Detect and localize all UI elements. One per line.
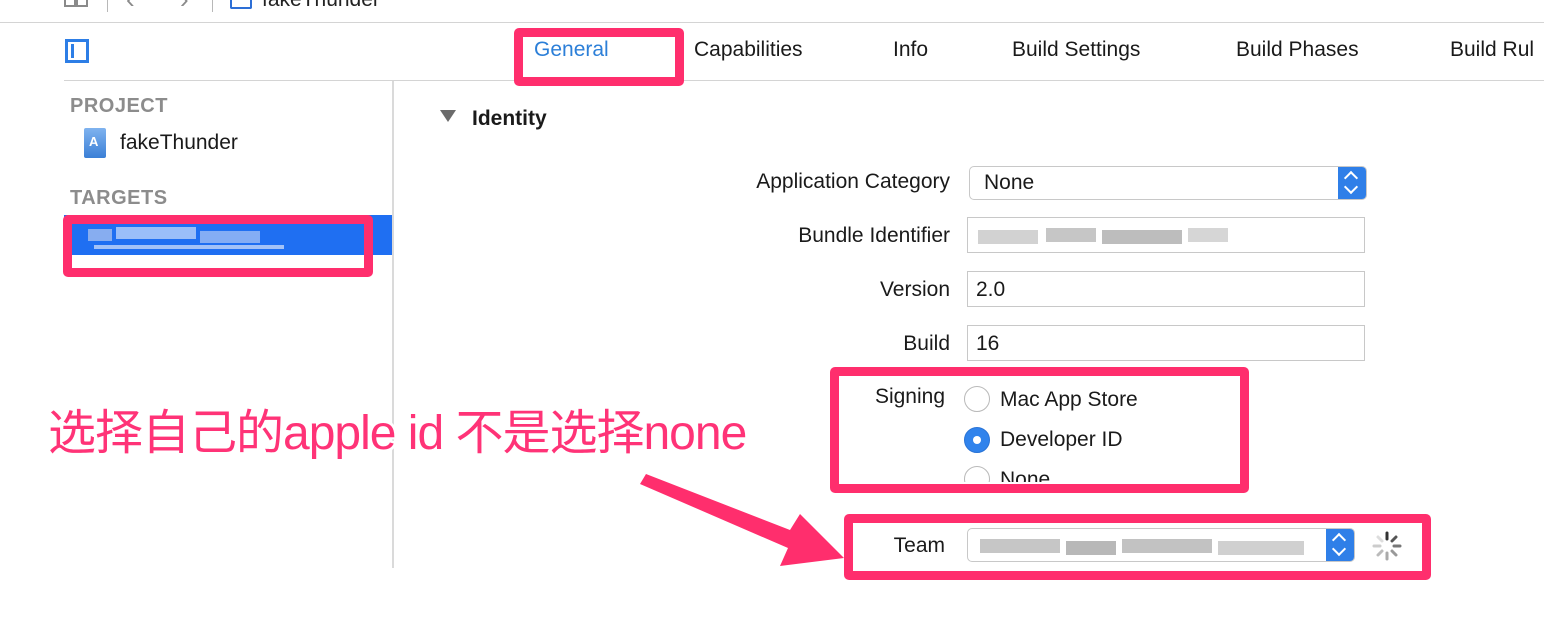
radio-label-developer-id: Developer ID — [1000, 428, 1123, 451]
highlight-team — [844, 514, 1431, 580]
highlight-target — [63, 215, 373, 277]
loading-spinner-icon — [1372, 531, 1402, 561]
build-value: 16 — [976, 332, 1000, 355]
highlight-signing — [830, 367, 1249, 493]
radio-label-none: None — [1000, 468, 1051, 482]
tab-general[interactable]: General — [534, 38, 609, 61]
tab-capabilities[interactable]: Capabilities — [694, 38, 803, 61]
radio-none-clip: None — [960, 460, 1120, 482]
tab-build-settings[interactable]: Build Settings — [1012, 38, 1141, 61]
tab-build-phases[interactable]: Build Phases — [1236, 38, 1359, 61]
radio-label-mac-app-store: Mac App Store — [1000, 388, 1138, 411]
radio-developer-id[interactable] — [964, 427, 990, 453]
window-title: fakeThunder — [262, 0, 380, 12]
targets-header: TARGETS — [70, 187, 168, 209]
grid-icon[interactable] — [64, 0, 88, 8]
signing-label: Signing — [874, 385, 945, 408]
team-select[interactable] — [967, 528, 1355, 562]
app-category-label: Application Category — [756, 170, 950, 193]
build-label: Build — [903, 332, 950, 355]
build-field[interactable]: 16 — [967, 325, 1365, 361]
editor-tab-bar — [64, 24, 1544, 81]
toolbar: ‹ › fakeThunder — [0, 0, 1544, 23]
project-file-icon — [230, 0, 252, 9]
team-label: Team — [893, 534, 945, 557]
version-label: Version — [879, 278, 950, 301]
toolbar-separator — [212, 0, 213, 12]
app-category-select[interactable]: None — [969, 166, 1367, 200]
back-icon[interactable]: ‹ — [126, 0, 135, 12]
annotation-text: 选择自己的apple id 不是选择none — [48, 407, 747, 460]
app-category-value: None — [984, 171, 1035, 194]
forward-icon[interactable]: › — [180, 0, 189, 12]
disclosure-triangle-icon[interactable] — [440, 110, 456, 122]
arrow-icon — [640, 474, 844, 566]
bundle-id-label: Bundle Identifier — [798, 224, 950, 247]
highlight-general-tab — [514, 28, 684, 86]
tab-info[interactable]: Info — [893, 38, 929, 61]
toolbar-separator — [107, 0, 108, 12]
section-title-identity: Identity — [472, 107, 547, 130]
version-value: 2.0 — [976, 278, 1006, 301]
bundle-id-field[interactable] — [967, 217, 1365, 253]
project-header: PROJECT — [70, 95, 168, 117]
chevron-updown-icon — [1326, 529, 1354, 561]
sidebar-divider — [392, 81, 394, 568]
app-project-icon — [84, 128, 106, 158]
sidebar-toggle-icon[interactable] — [65, 39, 89, 63]
tab-build-rules[interactable]: Build Rul — [1450, 38, 1535, 61]
version-field[interactable]: 2.0 — [967, 271, 1365, 307]
project-item[interactable]: fakeThunder — [120, 131, 238, 154]
radio-mac-app-store[interactable] — [964, 386, 990, 412]
chevron-updown-icon — [1338, 167, 1366, 199]
